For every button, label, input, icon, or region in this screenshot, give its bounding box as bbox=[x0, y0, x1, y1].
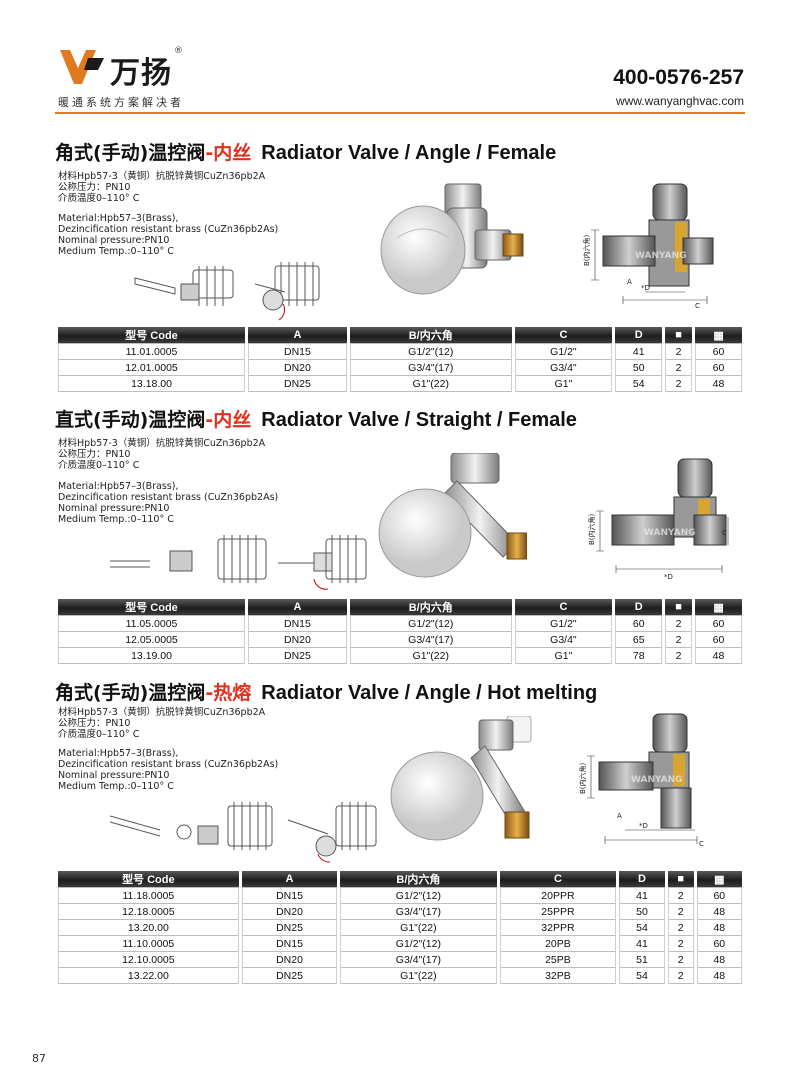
svg-text:*D: *D bbox=[641, 284, 650, 292]
logo-mark-icon bbox=[60, 50, 104, 84]
dimension-drawing: B(内六角) C *D WANYANG bbox=[587, 458, 729, 581]
dimension-drawing: B(内六角) A *D C WANYANG bbox=[578, 713, 704, 847]
svg-text:C: C bbox=[695, 302, 700, 310]
svg-text:WANYANG: WANYANG bbox=[635, 251, 687, 261]
brand-name: 万扬 bbox=[110, 56, 172, 91]
website-link[interactable]: www.wanyanghvac.com bbox=[615, 94, 744, 108]
installation-sketch bbox=[110, 535, 367, 590]
spec-en: Material:Hpb57–3(Brass), Dezincification… bbox=[58, 481, 279, 525]
svg-text:B(内六角): B(内六角) bbox=[578, 762, 587, 794]
svg-text:C: C bbox=[722, 529, 727, 537]
installation-sketch bbox=[109, 802, 377, 863]
brand-logo: 万扬 ® 暖通系统方案解决者 bbox=[58, 44, 208, 109]
svg-text:B(内六角): B(内六角) bbox=[583, 234, 591, 266]
brand-slogan: 暖通系统方案解决者 bbox=[58, 96, 184, 109]
valve-photo bbox=[390, 716, 532, 841]
valve-photo bbox=[380, 183, 524, 295]
spec-cn: 材料Hpb57-3（黄铜）抗脱锌黄铜CuZn36pb2A 公称压力：PN10 介… bbox=[58, 438, 266, 471]
svg-text:*D: *D bbox=[664, 573, 673, 581]
dimension-drawing: B(内六角) A *D C WANYANG bbox=[583, 183, 714, 310]
spec-en: Material:Hpb57–3(Brass), Dezincification… bbox=[58, 213, 279, 257]
page-number: 87 bbox=[32, 1052, 46, 1065]
installation-sketch bbox=[134, 262, 320, 321]
registered-mark: ® bbox=[174, 46, 183, 56]
svg-text:A: A bbox=[617, 812, 622, 820]
header-rule bbox=[55, 112, 745, 114]
phone-number: 400-0576-257 bbox=[613, 66, 744, 89]
valve-photo bbox=[378, 453, 527, 578]
svg-text:WANYANG: WANYANG bbox=[644, 528, 696, 538]
svg-text:B(内六角): B(内六角) bbox=[587, 513, 596, 545]
spec-cn: 材料Hpb57-3（黄铜）抗脱锌黄铜CuZn36pb2A 公称压力：PN10 介… bbox=[58, 707, 266, 740]
svg-text:A: A bbox=[627, 278, 632, 286]
svg-text:WANYANG: WANYANG bbox=[631, 775, 683, 785]
spec-en: Material:Hpb57–3(Brass), Dezincification… bbox=[58, 748, 279, 792]
spec-cn: 材料Hpb57-3（黄铜）抗脱锌黄铜CuZn36pb2A 公称压力：PN10 介… bbox=[58, 171, 266, 204]
svg-text:*D: *D bbox=[639, 822, 648, 830]
svg-text:C: C bbox=[699, 840, 704, 847]
